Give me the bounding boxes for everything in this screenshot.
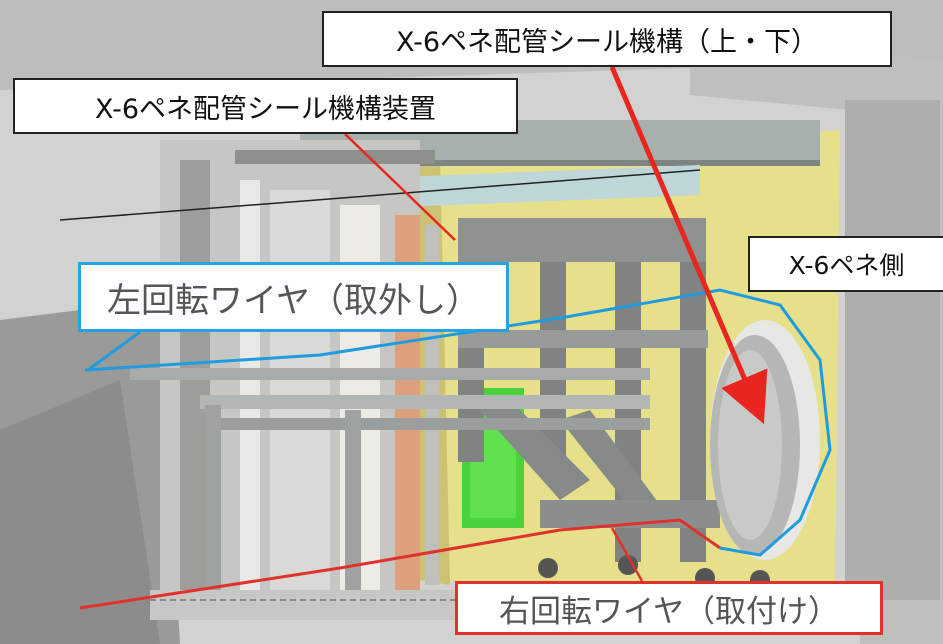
- seal-mechanism-arrow: [609, 66, 768, 425]
- right-rotation-wire: [79, 518, 721, 610]
- thin-wire: [59, 169, 701, 221]
- device-top-frame: [458, 218, 706, 262]
- rail-upper: [130, 368, 650, 380]
- wheel: [618, 555, 638, 575]
- callout-seal-mechanism: X-6ペネ配管シール機構（上・下）: [322, 11, 892, 67]
- seal-device-leader: [344, 133, 456, 241]
- callout-seal-mechanism-text: X-6ペネ配管シール機構（上・下）: [395, 26, 819, 58]
- callout-right-rotation-wire-text: 右回転ワイヤ（取付け）: [498, 593, 840, 630]
- callout-penetration-side: X-6ペネ側: [748, 236, 943, 292]
- callout-right-rotation-wire: 右回転ワイヤ（取付け）: [455, 581, 883, 635]
- callout-penetration-side-text: X-6ペネ側: [788, 251, 905, 280]
- wheel: [538, 558, 558, 578]
- callout-left-rotation-wire: 左回転ワイヤ（取外し）: [78, 262, 509, 332]
- left-wire-leader: [87, 330, 141, 372]
- callout-left-rotation-wire-text: 左回転ワイヤ（取外し）: [107, 280, 480, 321]
- callout-seal-device: X-6ペネ配管シール機構装置: [13, 78, 518, 134]
- callout-seal-device-text: X-6ペネ配管シール機構装置: [94, 93, 437, 125]
- right-wire-leader: [610, 527, 644, 582]
- left-rotation-wire: [84, 288, 832, 557]
